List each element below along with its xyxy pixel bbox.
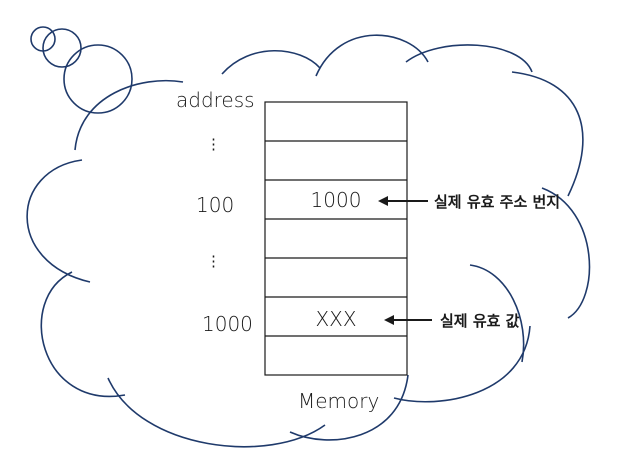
arrow-to-effective-address (378, 196, 428, 206)
cloud-arc-top-left (74, 79, 184, 151)
thought-bubble-large (63, 44, 133, 114)
thought-bubbles (30, 26, 133, 114)
memory-outline (264, 101, 408, 376)
cloud-arc-bottom-middle (289, 374, 409, 441)
arrow-to-effective-value (384, 315, 432, 325)
cloud-arc-right-2 (541, 187, 591, 319)
cell-value-at-100: 1000 (311, 188, 362, 212)
cloud-arc-right-1 (511, 71, 584, 197)
cloud-outline (26, 34, 591, 448)
effective-address-annotation: 실제 유효 주소 번지 (434, 193, 560, 211)
address-label-100: 100 (196, 193, 234, 217)
effective-value-annotation: 실제 유효 값 (440, 312, 520, 330)
thought-bubble-medium (42, 28, 82, 68)
address-label-1000: 1000 (202, 312, 253, 336)
cloud-arc-left-upper (26, 159, 91, 283)
cloud-arc-top-2 (315, 34, 429, 77)
cloud-arc-bottom-left (107, 377, 326, 448)
cell-value-at-1000: XXX (315, 307, 356, 331)
cloud-arc-left-lower (40, 271, 126, 398)
cloud-arc-inner-right (469, 264, 525, 363)
cloud-arc-bottom-right (393, 325, 531, 403)
address-ellipsis-top: ⋮ (206, 135, 221, 153)
memory-block (264, 101, 408, 376)
address-header: address (176, 88, 255, 112)
memory-label: Memory (298, 389, 379, 413)
address-ellipsis-bottom: ⋮ (206, 252, 221, 270)
cloud-arc-top-right (405, 44, 533, 73)
cloud-arc-top-1 (221, 49, 321, 75)
